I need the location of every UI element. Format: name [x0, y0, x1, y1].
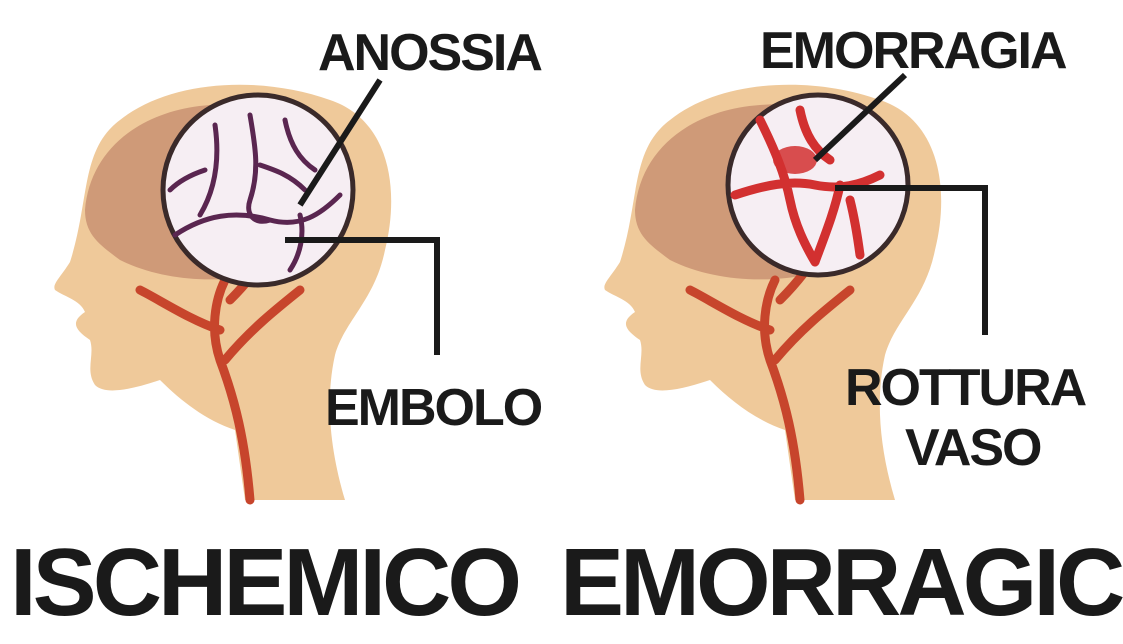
bleed-spot-icon — [773, 146, 817, 174]
callout-embolo: EMBOLO — [325, 379, 542, 437]
callout-rottura: ROTTURA — [845, 359, 1087, 417]
callout-vaso: VASO — [905, 419, 1041, 477]
magnifier-circle-icon — [163, 95, 353, 285]
callout-anossia: ANOSSIA — [318, 24, 542, 82]
callout-emorragia: EMORRAGIA — [760, 22, 1067, 80]
hemorrhagic-panel: EMORRAGIA ROTTURA VASO EMORRAGICO — [560, 22, 1123, 636]
panel-title-ischemico: ISCHEMICO — [10, 529, 518, 636]
ischemic-panel: ANOSSIA EMBOLO ISCHEMICO — [10, 24, 542, 636]
panel-title-emorragico: EMORRAGICO — [560, 529, 1123, 636]
